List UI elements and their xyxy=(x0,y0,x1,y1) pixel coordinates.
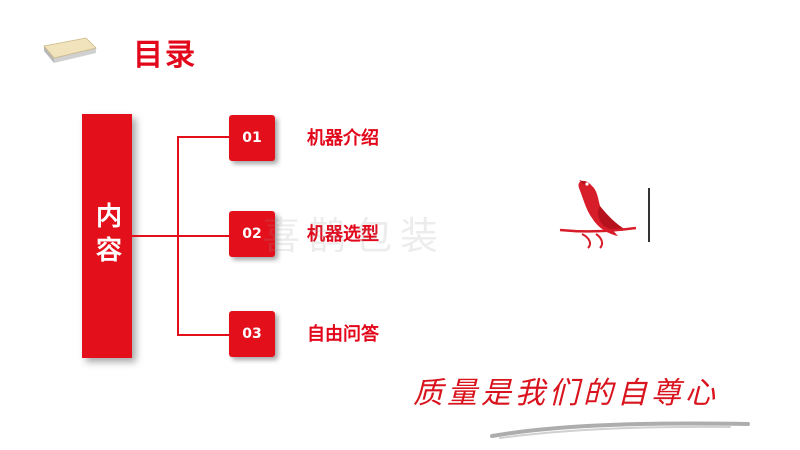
connector-horizontal-main xyxy=(132,235,178,237)
content-bar: 内容 xyxy=(82,114,132,358)
agenda-number-1[interactable]: 01 xyxy=(229,115,275,161)
content-bar-label: 内容 xyxy=(91,202,122,270)
connector-branch-2 xyxy=(177,235,229,237)
watermark-text: 喜鹊包装 xyxy=(262,214,447,258)
connector-branch-1 xyxy=(177,136,229,138)
slogan-brush-stroke xyxy=(490,421,750,439)
magpie-logo-icon xyxy=(559,180,650,249)
agenda-item-label-2[interactable]: 机器选型 xyxy=(307,224,379,245)
agenda-number-3[interactable]: 03 xyxy=(229,311,275,357)
slogan-text: 质量是我们的自尊心 xyxy=(413,376,719,411)
agenda-number-2[interactable]: 02 xyxy=(229,211,275,257)
slide-block-icon xyxy=(43,37,97,63)
page-title: 目录 xyxy=(133,38,197,73)
connector-branch-3 xyxy=(177,334,229,336)
agenda-item-label-1[interactable]: 机器介绍 xyxy=(307,128,379,149)
agenda-item-label-3[interactable]: 自由问答 xyxy=(307,324,379,345)
